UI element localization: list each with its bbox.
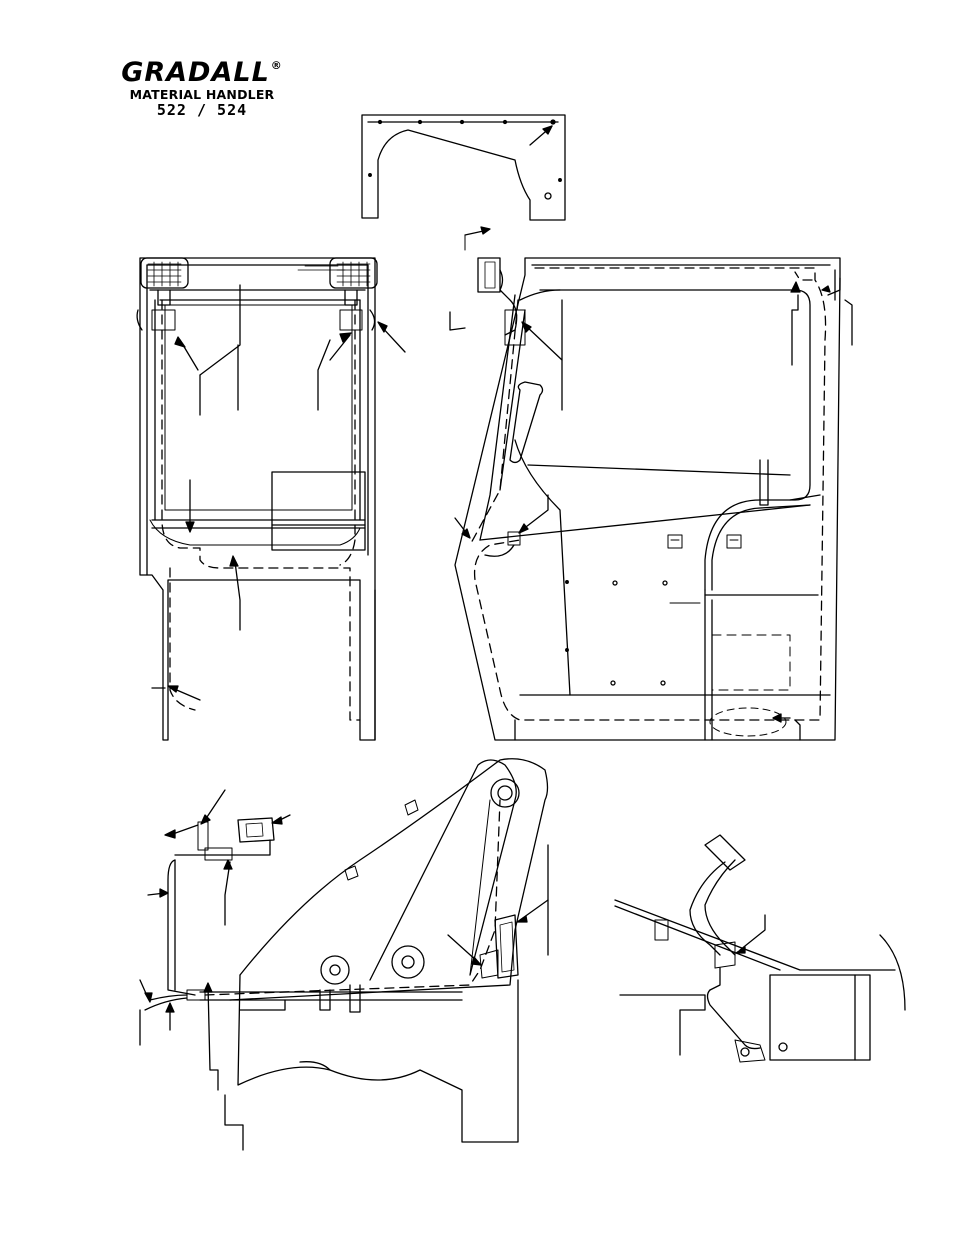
boom-assembly-view (140, 759, 548, 1150)
cab-side-view (450, 227, 852, 740)
wiring-harness-boom (205, 800, 500, 995)
work-light-right (330, 258, 377, 330)
pedal-switch-view (615, 835, 905, 1062)
top-panel-view (362, 115, 565, 220)
cab-front-view (137, 258, 405, 740)
wiring-harness-side (475, 268, 826, 720)
boom-work-light (480, 915, 518, 978)
